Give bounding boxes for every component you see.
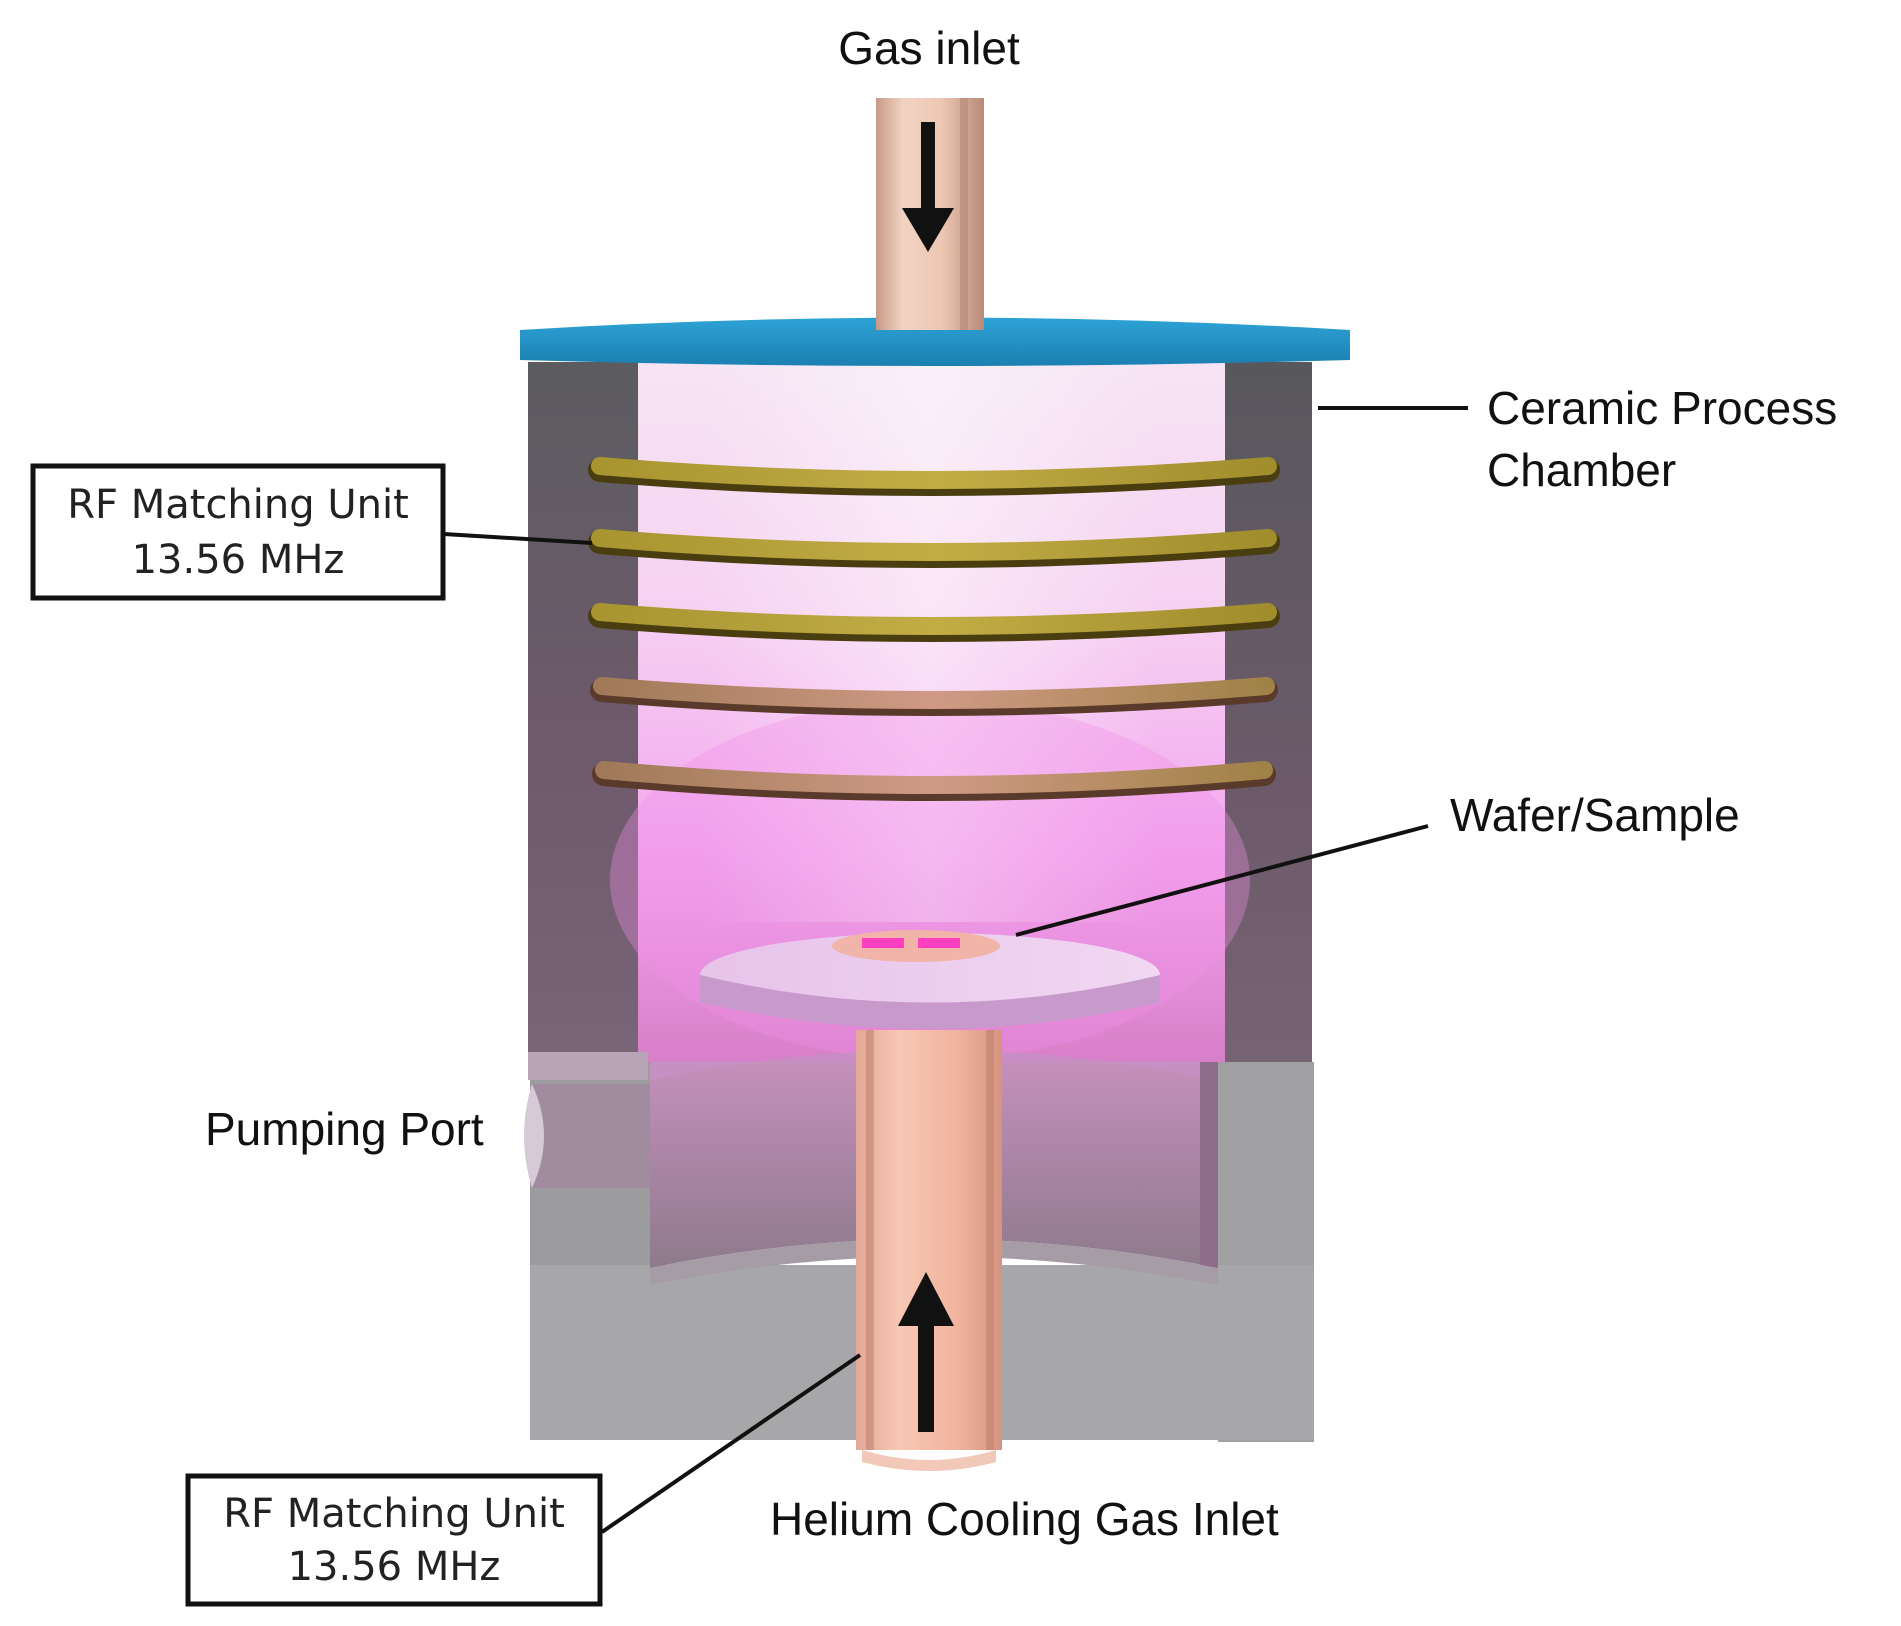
rf-box-frequency: 13.56 MHz bbox=[288, 1544, 501, 1590]
coil-turn bbox=[588, 457, 1280, 496]
ceramic-chamber-label: Ceramic Process bbox=[1487, 382, 1837, 434]
arrow-down-icon bbox=[902, 122, 954, 252]
rf-matching-unit-box-bottom: RF Matching Unit 13.56 MHz bbox=[185, 1473, 603, 1607]
rf-box-title: RF Matching Unit bbox=[67, 482, 409, 528]
rf-bottom-leader-line bbox=[600, 1353, 862, 1534]
rf-coil bbox=[588, 457, 1280, 801]
plasma-highlight bbox=[700, 362, 1160, 922]
ceramic-chamber-label-line2: Chamber bbox=[1487, 444, 1676, 496]
pumping-port bbox=[524, 1052, 650, 1188]
rf-box-title: RF Matching Unit bbox=[223, 1491, 565, 1537]
helium-inlet-label: Helium Cooling Gas Inlet bbox=[770, 1493, 1279, 1545]
wafer-sample bbox=[832, 930, 1000, 962]
pumping-port-label: Pumping Port bbox=[205, 1103, 484, 1155]
gas-inlet-label: Gas inlet bbox=[838, 22, 1020, 74]
substrate-platform bbox=[700, 933, 1160, 1029]
rf-box-frequency: 13.56 MHz bbox=[132, 537, 345, 583]
coil-turn bbox=[590, 677, 1278, 716]
rf-matching-unit-box-top: RF Matching Unit 13.56 MHz bbox=[30, 463, 446, 601]
chamber-lid bbox=[520, 317, 1350, 366]
wafer-sample-label: Wafer/Sample bbox=[1450, 789, 1740, 841]
coil-turn bbox=[588, 529, 1280, 568]
wafer-leader-line bbox=[1015, 824, 1429, 937]
coil-turn bbox=[588, 603, 1280, 642]
arrow-up-icon bbox=[898, 1272, 954, 1432]
rf-top-leader-line bbox=[443, 532, 593, 545]
coil-turn bbox=[592, 761, 1276, 801]
